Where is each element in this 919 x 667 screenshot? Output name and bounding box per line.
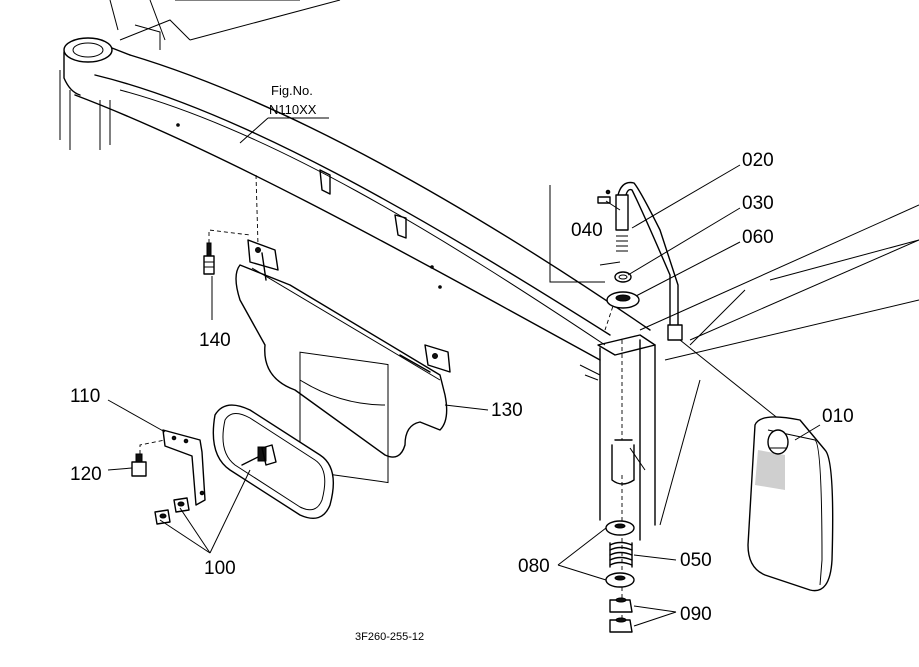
part-label-120: 120 <box>70 464 102 485</box>
part-label-040: 040 <box>571 220 603 241</box>
post-hardware <box>605 439 646 633</box>
part-label-050: 050 <box>680 550 712 571</box>
side-mirror-assembly <box>131 404 334 525</box>
part-label-080: 080 <box>518 556 550 577</box>
part-label-090: 090 <box>680 604 712 625</box>
part-label-020: 020 <box>742 150 774 171</box>
guide-lines <box>255 174 781 625</box>
part-label-110: 110 <box>70 386 100 407</box>
rear-mirror <box>747 416 834 592</box>
part-label-030: 030 <box>742 193 774 214</box>
leader-lines <box>107 117 821 627</box>
fig-caption: Fig.No. <box>271 83 313 98</box>
part-label-100: 100 <box>204 558 236 579</box>
cab-frame <box>59 0 919 526</box>
cross-beam <box>63 37 651 361</box>
sun-visor <box>235 239 451 484</box>
drawing-code: 3F260-255-12 <box>355 631 424 643</box>
part-label-140: 140 <box>199 330 231 351</box>
fig-number: N110XX <box>269 102 317 117</box>
right-post <box>579 334 656 541</box>
part-label-010: 010 <box>822 406 854 427</box>
part-label-130: 130 <box>491 400 523 421</box>
part-label-060: 060 <box>742 227 774 248</box>
mirror-stay <box>597 181 683 341</box>
bolt-140 <box>203 229 251 275</box>
